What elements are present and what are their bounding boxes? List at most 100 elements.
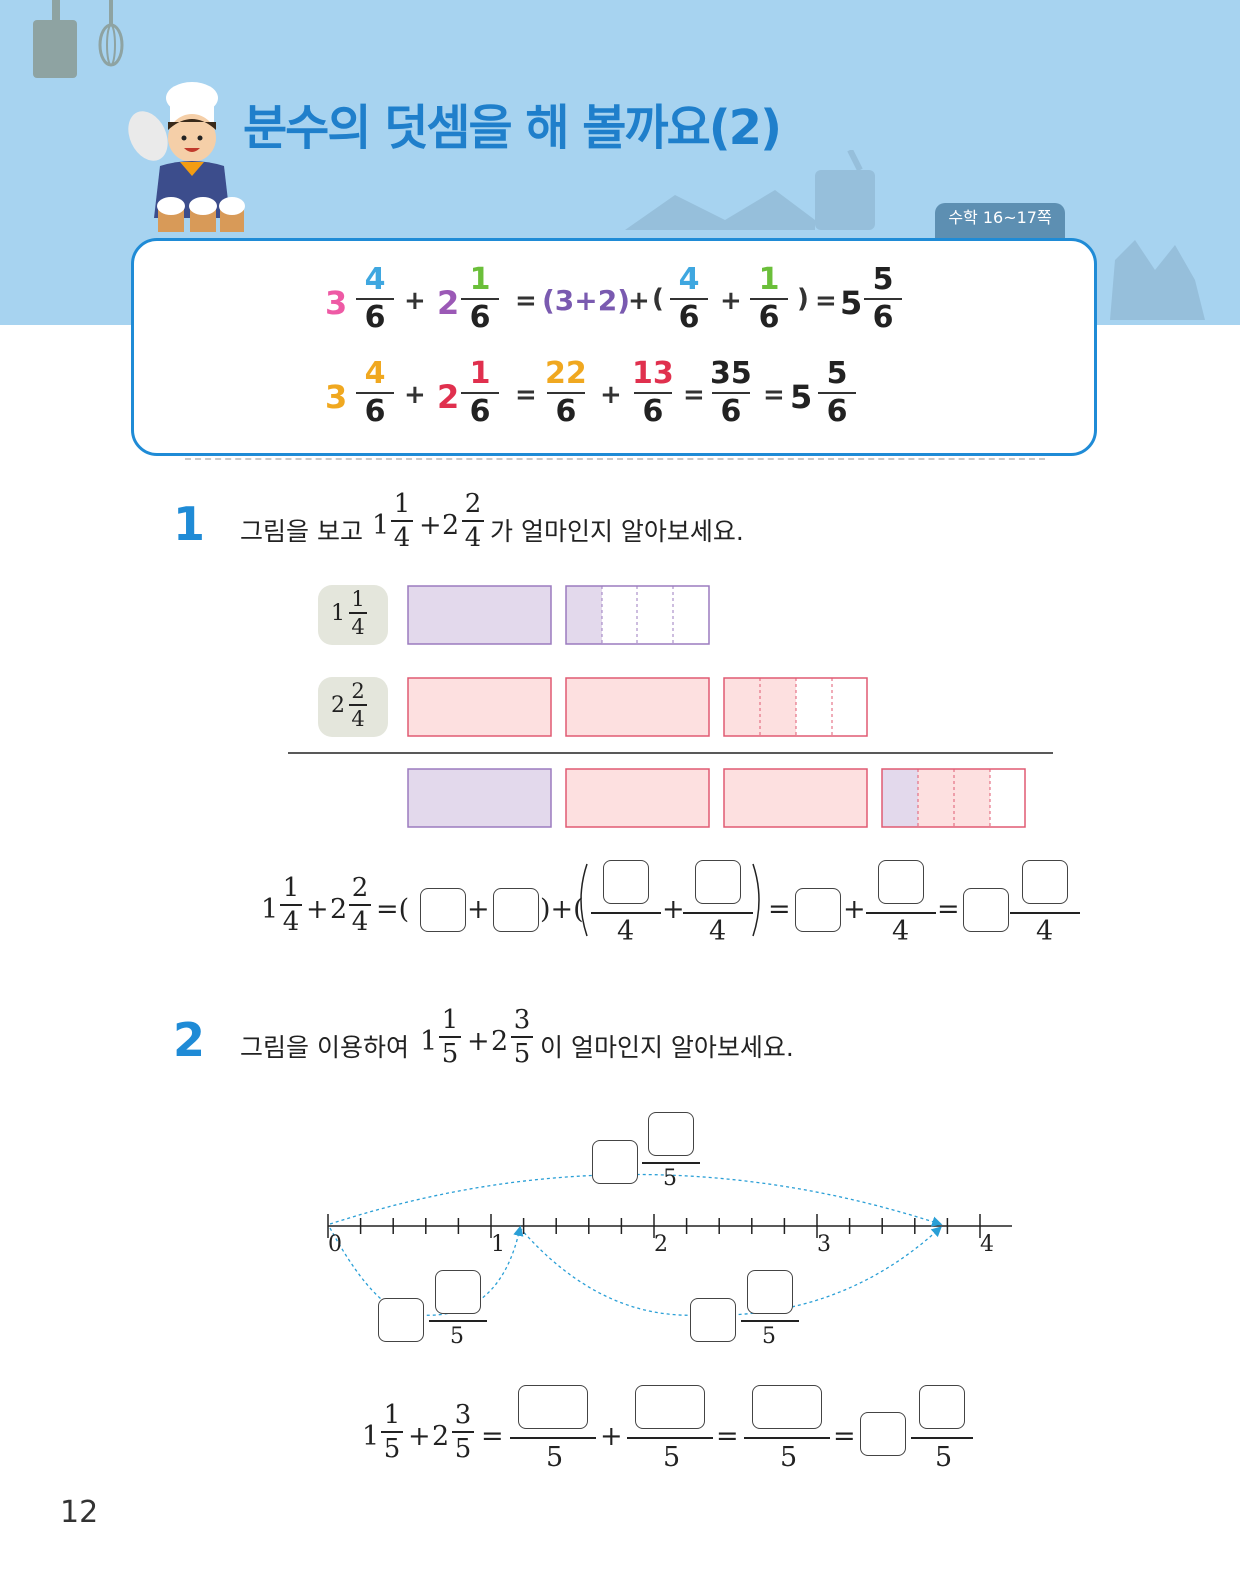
q2-answer-box-whole-result[interactable]	[860, 1412, 906, 1456]
q1-prompt-plus: +	[419, 510, 442, 541]
frac-bar	[381, 1431, 403, 1433]
q1-label-b-frac: 2 4	[349, 680, 367, 730]
question-1-number: 1	[173, 497, 206, 551]
frac-numerator: 22	[545, 356, 587, 391]
summary-l2-result-whole: 5	[790, 378, 813, 416]
frac-numerator: 1	[351, 587, 365, 611]
q1-frac-bar-result	[1010, 912, 1080, 914]
frac-numerator: 3	[454, 1400, 472, 1430]
summary-l2-eq2: =	[683, 380, 705, 410]
frac-denominator: 6	[555, 394, 577, 429]
summary-l2-a-frac: 4 6	[356, 358, 394, 428]
q1-row3-whole-3	[723, 768, 868, 828]
q2-answer-box-num-result[interactable]	[919, 1385, 965, 1429]
q2-answer-box-num-2[interactable]	[635, 1385, 705, 1429]
q2-eq-bar-result	[911, 1437, 973, 1439]
q2-eq-den-2: 5	[663, 1442, 681, 1473]
frac-bar	[349, 904, 371, 906]
q1-row2-whole-2	[565, 677, 710, 737]
frac-bar	[439, 1036, 461, 1038]
frac-bar	[349, 704, 367, 706]
q1-eq-eq1: =	[768, 894, 791, 925]
q1-eq-b-frac: 2 4	[349, 874, 371, 936]
q1-answer-box-num-result[interactable]	[1022, 860, 1068, 904]
q1-prompt-b-whole: 2	[442, 510, 460, 541]
frac-denominator: 6	[364, 300, 386, 335]
q1-den-sum: 4	[892, 916, 910, 947]
q1-den-a: 4	[617, 916, 635, 947]
kitchen-tools-icon	[33, 0, 124, 78]
q1-row1-whole-1	[407, 585, 552, 645]
q1-label-a-whole: 1	[331, 601, 345, 626]
frac-denominator: 6	[826, 394, 848, 429]
q1-answer-box-whole-sum[interactable]	[795, 888, 841, 932]
q1-eq-plus4: +	[843, 894, 866, 925]
summary-l1-group: (3+2)	[542, 284, 631, 317]
frac-denominator: 6	[364, 394, 386, 429]
q1-eq-plus: +	[306, 894, 329, 925]
q1-answer-box-num-a[interactable]	[603, 860, 649, 904]
frac-denominator: 4	[351, 906, 369, 937]
q1-frac-bar-a	[591, 912, 661, 914]
frac-numerator: 5	[872, 262, 894, 297]
summary-l1-plus2: +	[628, 286, 650, 316]
q1-row3-whole-1	[407, 768, 552, 828]
q2-arc-first-whole-box[interactable]	[378, 1298, 424, 1342]
q1-eq-b-whole: 2	[330, 894, 348, 925]
q1-label-a-frac: 1 4	[349, 588, 367, 638]
summary-l2-b-whole: 2	[437, 378, 460, 416]
frac-numerator: 4	[364, 262, 386, 297]
frac-bar	[633, 392, 672, 394]
q2-arc-first-bar	[429, 1320, 487, 1322]
q1-eq-a-whole: 1	[261, 894, 279, 925]
summary-l1-d-frac: 1 6	[750, 264, 788, 334]
q1-big-paren-left	[580, 863, 588, 937]
q1-answer-box-whole-a[interactable]	[420, 888, 466, 932]
summary-l2-eq: =	[515, 380, 537, 410]
frac-bar	[391, 520, 413, 522]
q2-arc-first-den: 5	[450, 1324, 464, 1349]
frac-denominator: 6	[642, 394, 664, 429]
q1-answer-box-whole-result[interactable]	[963, 888, 1009, 932]
frac-denominator: 6	[720, 394, 742, 429]
q2-arc-second-bar	[741, 1320, 799, 1322]
q2-eq-bar-3	[744, 1437, 830, 1439]
page-title: 분수의 덧셈을 해 볼까요(2)	[243, 100, 782, 156]
q2-eq-b-frac: 3 5	[452, 1401, 474, 1463]
frac-numerator: 3	[513, 1005, 531, 1035]
q2-arc-top-whole-box[interactable]	[592, 1140, 638, 1184]
q2-arc-top-num-box[interactable]	[648, 1112, 694, 1156]
summary-l2-i2-frac: 13 6	[632, 358, 674, 428]
q2-prompt-a-frac: 1 5	[439, 1006, 461, 1068]
tick-label-0: 0	[328, 1232, 342, 1257]
frac-numerator: 4	[678, 262, 700, 297]
frac-bar	[461, 298, 499, 300]
q1-eq-plus3: +	[662, 894, 685, 925]
frac-bar	[462, 520, 484, 522]
frac-bar	[356, 392, 394, 394]
page-number: 12	[60, 1495, 99, 1530]
question-2-prompt-pre: 그림을 이용하여	[240, 1033, 409, 1062]
q2-arc-second-num-box[interactable]	[747, 1270, 793, 1314]
q1-row1-part-shaded	[566, 586, 602, 644]
frac-bar	[280, 904, 302, 906]
q1-answer-box-whole-b[interactable]	[493, 888, 539, 932]
q2-eq-den-result: 5	[935, 1442, 953, 1473]
frac-bar	[511, 1036, 533, 1038]
q1-label-pill-b	[318, 677, 388, 737]
tick-label-4: 4	[980, 1232, 994, 1257]
q1-answer-box-num-sum[interactable]	[878, 860, 924, 904]
q1-answer-box-num-b[interactable]	[695, 860, 741, 904]
q2-arc-second-whole-box[interactable]	[690, 1298, 736, 1342]
q1-eq-open: =(	[376, 894, 410, 925]
q2-answer-box-num-3[interactable]	[752, 1385, 822, 1429]
q2-answer-box-num-1[interactable]	[518, 1385, 588, 1429]
summary-l1-a-frac: 4 6	[356, 264, 394, 334]
summary-l1-b-whole: 2	[437, 284, 460, 322]
q2-arc-first-num-box[interactable]	[435, 1270, 481, 1314]
summary-l1-close: )	[797, 284, 809, 314]
frac-bar	[818, 392, 856, 394]
frac-denominator: 6	[469, 300, 491, 335]
question-1-prompt-pre: 그림을 보고	[240, 517, 363, 546]
frac-numerator: 1	[758, 262, 780, 297]
